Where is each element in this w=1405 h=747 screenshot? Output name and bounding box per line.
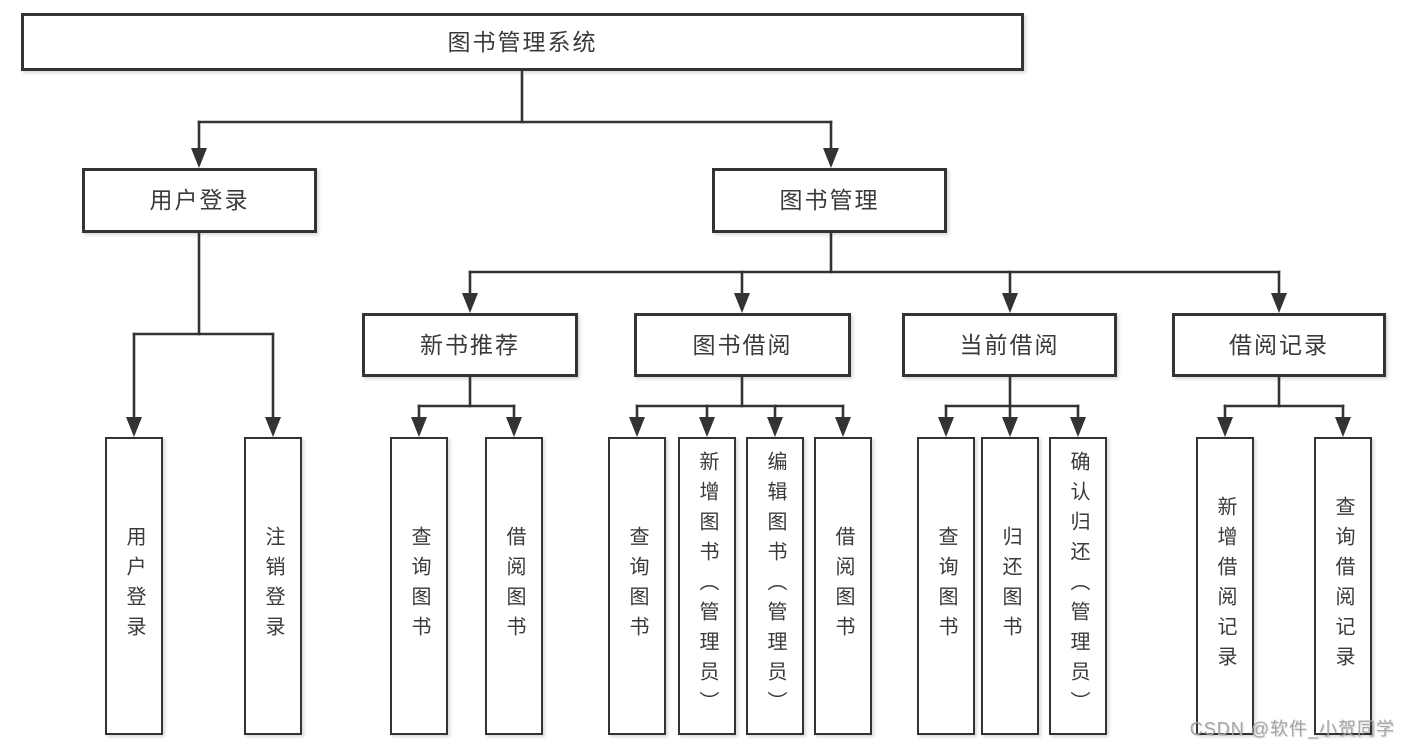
connector-borrow-records-branch: [1217, 375, 1351, 437]
node-label: 查询借阅记录: [1332, 496, 1354, 676]
node-label: 新增图书（管理员）: [696, 451, 718, 721]
leaf-query-book-2: 查询图书: [608, 437, 666, 735]
arrow-down-icon: [462, 293, 478, 313]
node-label: 借阅记录: [1229, 331, 1329, 358]
node-label: 新书推荐: [420, 331, 520, 358]
node-new-book-recommend: 新书推荐: [362, 313, 578, 377]
arrow-down-icon: [506, 417, 522, 437]
arrow-down-icon: [938, 417, 954, 437]
arrow-down-icon: [265, 417, 281, 437]
node-borrow-records: 借阅记录: [1172, 313, 1386, 377]
leaf-return-book: 归还图书: [981, 437, 1039, 735]
leaf-query-book-1: 查询图书: [390, 437, 448, 735]
leaf-edit-book-admin: 编辑图书（管理员）: [746, 437, 804, 735]
node-label: 图书管理系统: [447, 28, 598, 55]
arrow-down-icon: [1002, 417, 1018, 437]
leaf-user-login: 用户登录: [105, 437, 163, 735]
arrow-down-icon: [767, 417, 783, 437]
leaf-query-borrow-record: 查询借阅记录: [1314, 437, 1372, 735]
node-label: 查询图书: [626, 526, 648, 646]
node-label: 图书借阅: [692, 331, 793, 358]
arrow-down-icon: [1070, 417, 1086, 437]
node-user-login: 用户登录: [82, 168, 317, 233]
arrow-down-icon: [1335, 417, 1351, 437]
watermark: CSDN @软件_小贺同学: [1189, 719, 1395, 739]
node-label: 借阅图书: [503, 526, 525, 646]
node-label: 图书管理: [779, 187, 880, 213]
node-label: 编辑图书（管理员）: [764, 451, 786, 721]
node-label: 新增借阅记录: [1214, 496, 1236, 676]
leaf-add-book-admin: 新增图书（管理员）: [678, 437, 736, 735]
arrow-down-icon: [823, 148, 839, 168]
connector-book-management-to-level3: [462, 231, 1287, 313]
connector-book-borrow-branch: [629, 375, 851, 437]
connector-current-borrow-branch: [938, 375, 1086, 437]
node-book-borrow: 图书借阅: [634, 313, 851, 377]
leaf-logout: 注销登录: [244, 437, 302, 735]
node-label: 用户登录: [123, 526, 145, 646]
connector-root-to-level2: [191, 69, 839, 168]
node-book-management: 图书管理: [712, 168, 947, 233]
leaf-borrow-book-2: 借阅图书: [814, 437, 872, 735]
connector-new-book-branch: [411, 375, 522, 437]
node-label: 注销登录: [262, 526, 284, 646]
leaf-borrow-book-1: 借阅图书: [485, 437, 543, 735]
arrow-down-icon: [126, 417, 142, 437]
arrow-down-icon: [734, 293, 750, 313]
arrow-down-icon: [629, 417, 645, 437]
node-current-borrow: 当前借阅: [902, 313, 1117, 377]
arrow-down-icon: [411, 417, 427, 437]
leaf-add-borrow-record: 新增借阅记录: [1196, 437, 1254, 735]
arrow-down-icon: [699, 417, 715, 437]
arrow-down-icon: [1217, 417, 1233, 437]
arrow-down-icon: [1002, 293, 1018, 313]
arrow-down-icon: [1271, 293, 1287, 313]
node-label: 当前借阅: [959, 331, 1060, 358]
node-library-management-system: 图书管理系统: [21, 13, 1024, 71]
arrow-down-icon: [191, 148, 207, 168]
connector-user-login-branch: [126, 231, 281, 437]
arrow-down-icon: [835, 417, 851, 437]
node-label: 查询图书: [935, 526, 957, 646]
leaf-confirm-return-admin: 确认归还（管理员）: [1049, 437, 1107, 735]
leaf-query-book-3: 查询图书: [917, 437, 975, 735]
node-label: 用户登录: [149, 187, 250, 213]
node-label: 查询图书: [408, 526, 430, 646]
node-label: 归还图书: [999, 526, 1021, 646]
node-label: 确认归还（管理员）: [1067, 451, 1089, 721]
node-label: 借阅图书: [832, 526, 854, 646]
